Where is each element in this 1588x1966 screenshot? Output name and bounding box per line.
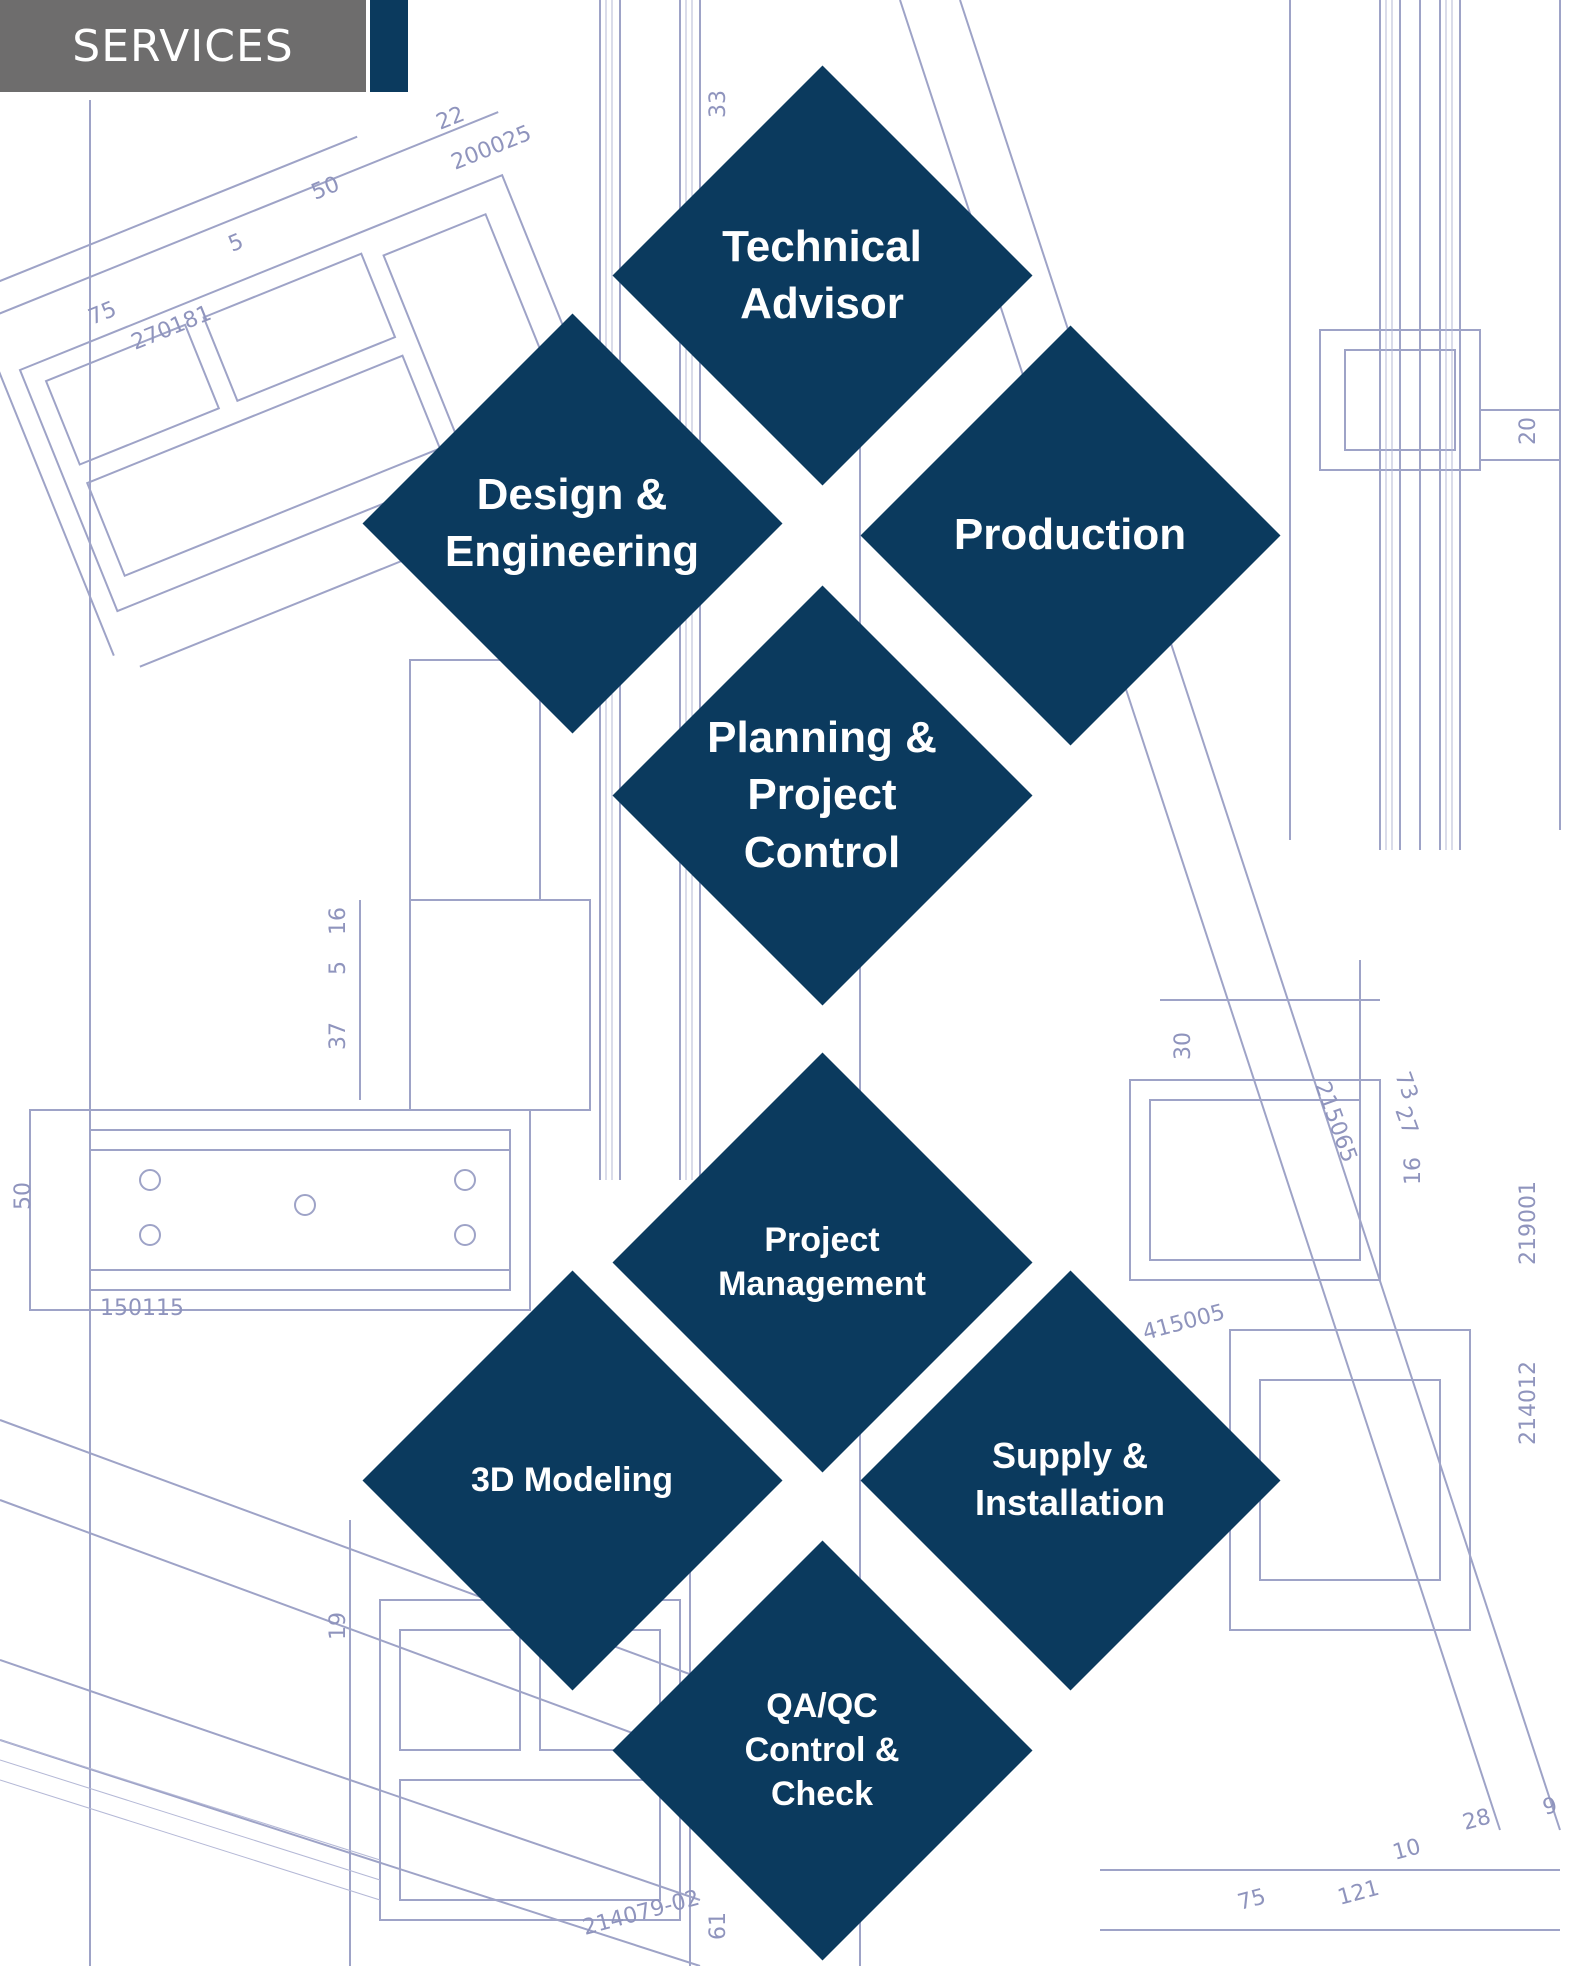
dimension-label: 61 [706,1912,731,1940]
dimension-label: 415005 [1140,1300,1228,1346]
dimension-label: 75 [1235,1884,1269,1915]
dimension-label: 16 [326,907,351,935]
dimension-label: 37 [326,1022,351,1050]
dimension-label: 214079-02 [580,1886,702,1941]
service-label-supply-installation: Supply & Installation [974,1435,1166,1523]
dimension-label: 200025 [448,121,535,176]
dimension-label: 50 [11,1182,36,1210]
dimension-label: 28 [1460,1804,1494,1835]
dimension-label: 5 [225,229,247,257]
service-label-production: Production [953,510,1187,560]
dimension-label: 215065 [1309,1079,1361,1166]
service-label-design-engineering: Design & Engineering [444,469,700,576]
dimension-label: 5 [326,961,351,975]
dimension-label: 9 [1540,1793,1560,1821]
dimension-label: 20 [1516,417,1541,445]
dimension-label: 30 [1171,1032,1196,1060]
dimension-label: 16 [1401,1157,1426,1185]
header-accent-block [370,0,408,92]
dimension-label: 219001 [1516,1181,1541,1265]
blueprint-section-upper-right [1289,0,1561,850]
dimension-label: 22 [433,102,468,136]
section-title: SERVICES [72,20,294,72]
dimension-label: 73 [1389,1069,1422,1104]
dimension-label: 150115 [100,1296,184,1321]
service-label-3d-modeling: 3D Modeling [470,1460,674,1499]
service-label-qa-qc-control-check: QA/QC Control & Check [744,1686,900,1814]
dimension-label: 121 [1335,1876,1382,1911]
dimension-label: 10 [1390,1834,1424,1865]
service-label-technical-advisor: Technical Advisor [722,221,922,328]
dimension-label: 33 [706,90,731,118]
dimension-label: 19 [326,1612,351,1640]
service-label-planning-project-control: Planning & Project Control [707,713,937,877]
blueprint-section-upper-left [0,111,623,668]
section-header: SERVICES [0,0,366,92]
dimension-label: 214012 [1516,1361,1541,1445]
service-label-project-management: Project Management [718,1220,926,1303]
dimension-label: 27 [1389,1104,1422,1139]
